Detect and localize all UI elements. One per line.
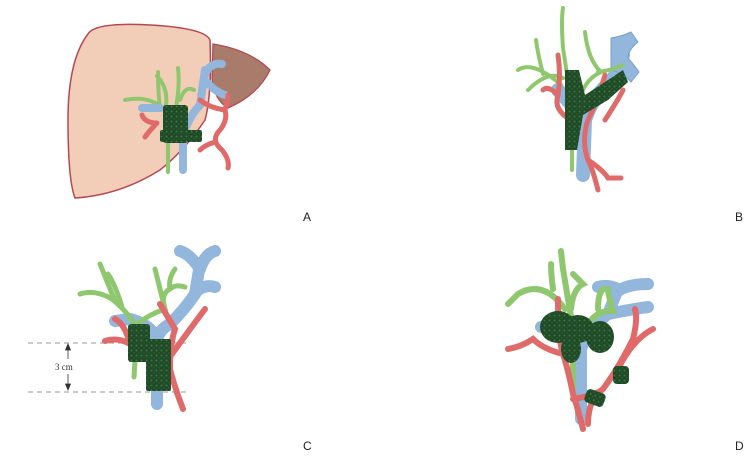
liver-diagram (67, 23, 271, 199)
panel-label-a: A (303, 210, 312, 224)
panel-b: B (373, 0, 746, 229)
tumor (128, 324, 171, 391)
hilar-diagram-d (505, 248, 656, 432)
panel-c: 3 cm C (0, 229, 373, 458)
hilar-diagram-c: 3 cm (28, 245, 221, 412)
panel-label-d: D (735, 439, 744, 453)
gallbladder (211, 43, 271, 109)
bile-duct (77, 261, 188, 380)
panel-a: A (0, 0, 373, 229)
panel-label-b: B (735, 210, 744, 224)
liver (67, 23, 212, 199)
tumor (160, 105, 202, 143)
panel-label-c: C (303, 439, 312, 453)
hepatic-artery (139, 92, 231, 171)
panel-d: D (373, 229, 746, 458)
measurement-arrow (64, 342, 72, 392)
hilar-diagram-b (516, 6, 640, 193)
tumor (565, 70, 628, 150)
tumor (540, 311, 629, 407)
measurement-label: 3 cm (55, 362, 73, 372)
